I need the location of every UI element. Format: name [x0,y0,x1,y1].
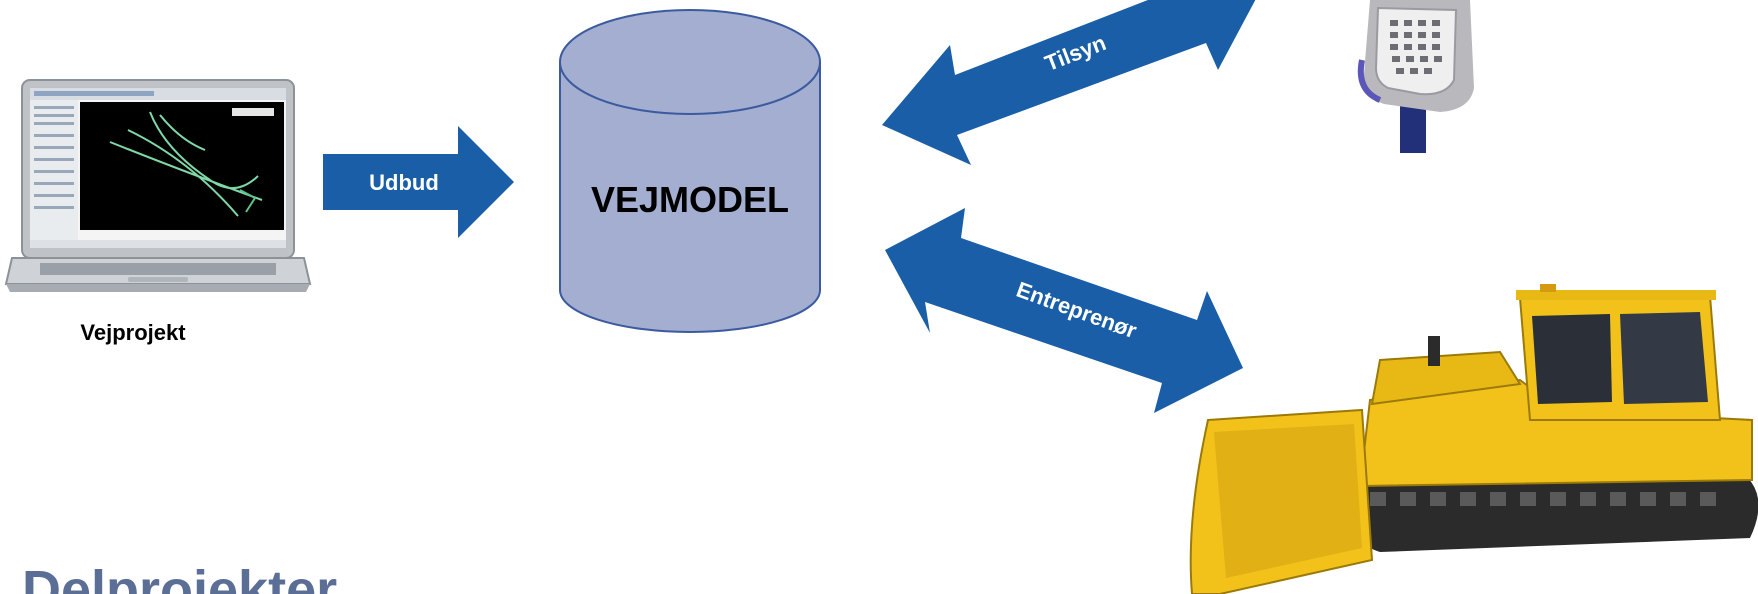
udbud-label: Udbud [369,170,439,195]
entreprenor-arrow: Entreprenør [885,208,1243,413]
footer-title: Delprojekter [22,560,337,594]
gps-rover-icon [1357,0,1474,153]
laptop-caption: Vejprojekt [80,320,186,345]
vejmodel-database: VEJMODEL [559,9,821,333]
vejmodel-label: VEJMODEL [591,179,789,220]
udbud-arrow: Udbud [323,126,514,238]
laptop-cad-icon [4,79,312,292]
bulldozer-icon [1189,284,1758,594]
tilsyn-arrow: Tilsyn [882,0,1256,165]
